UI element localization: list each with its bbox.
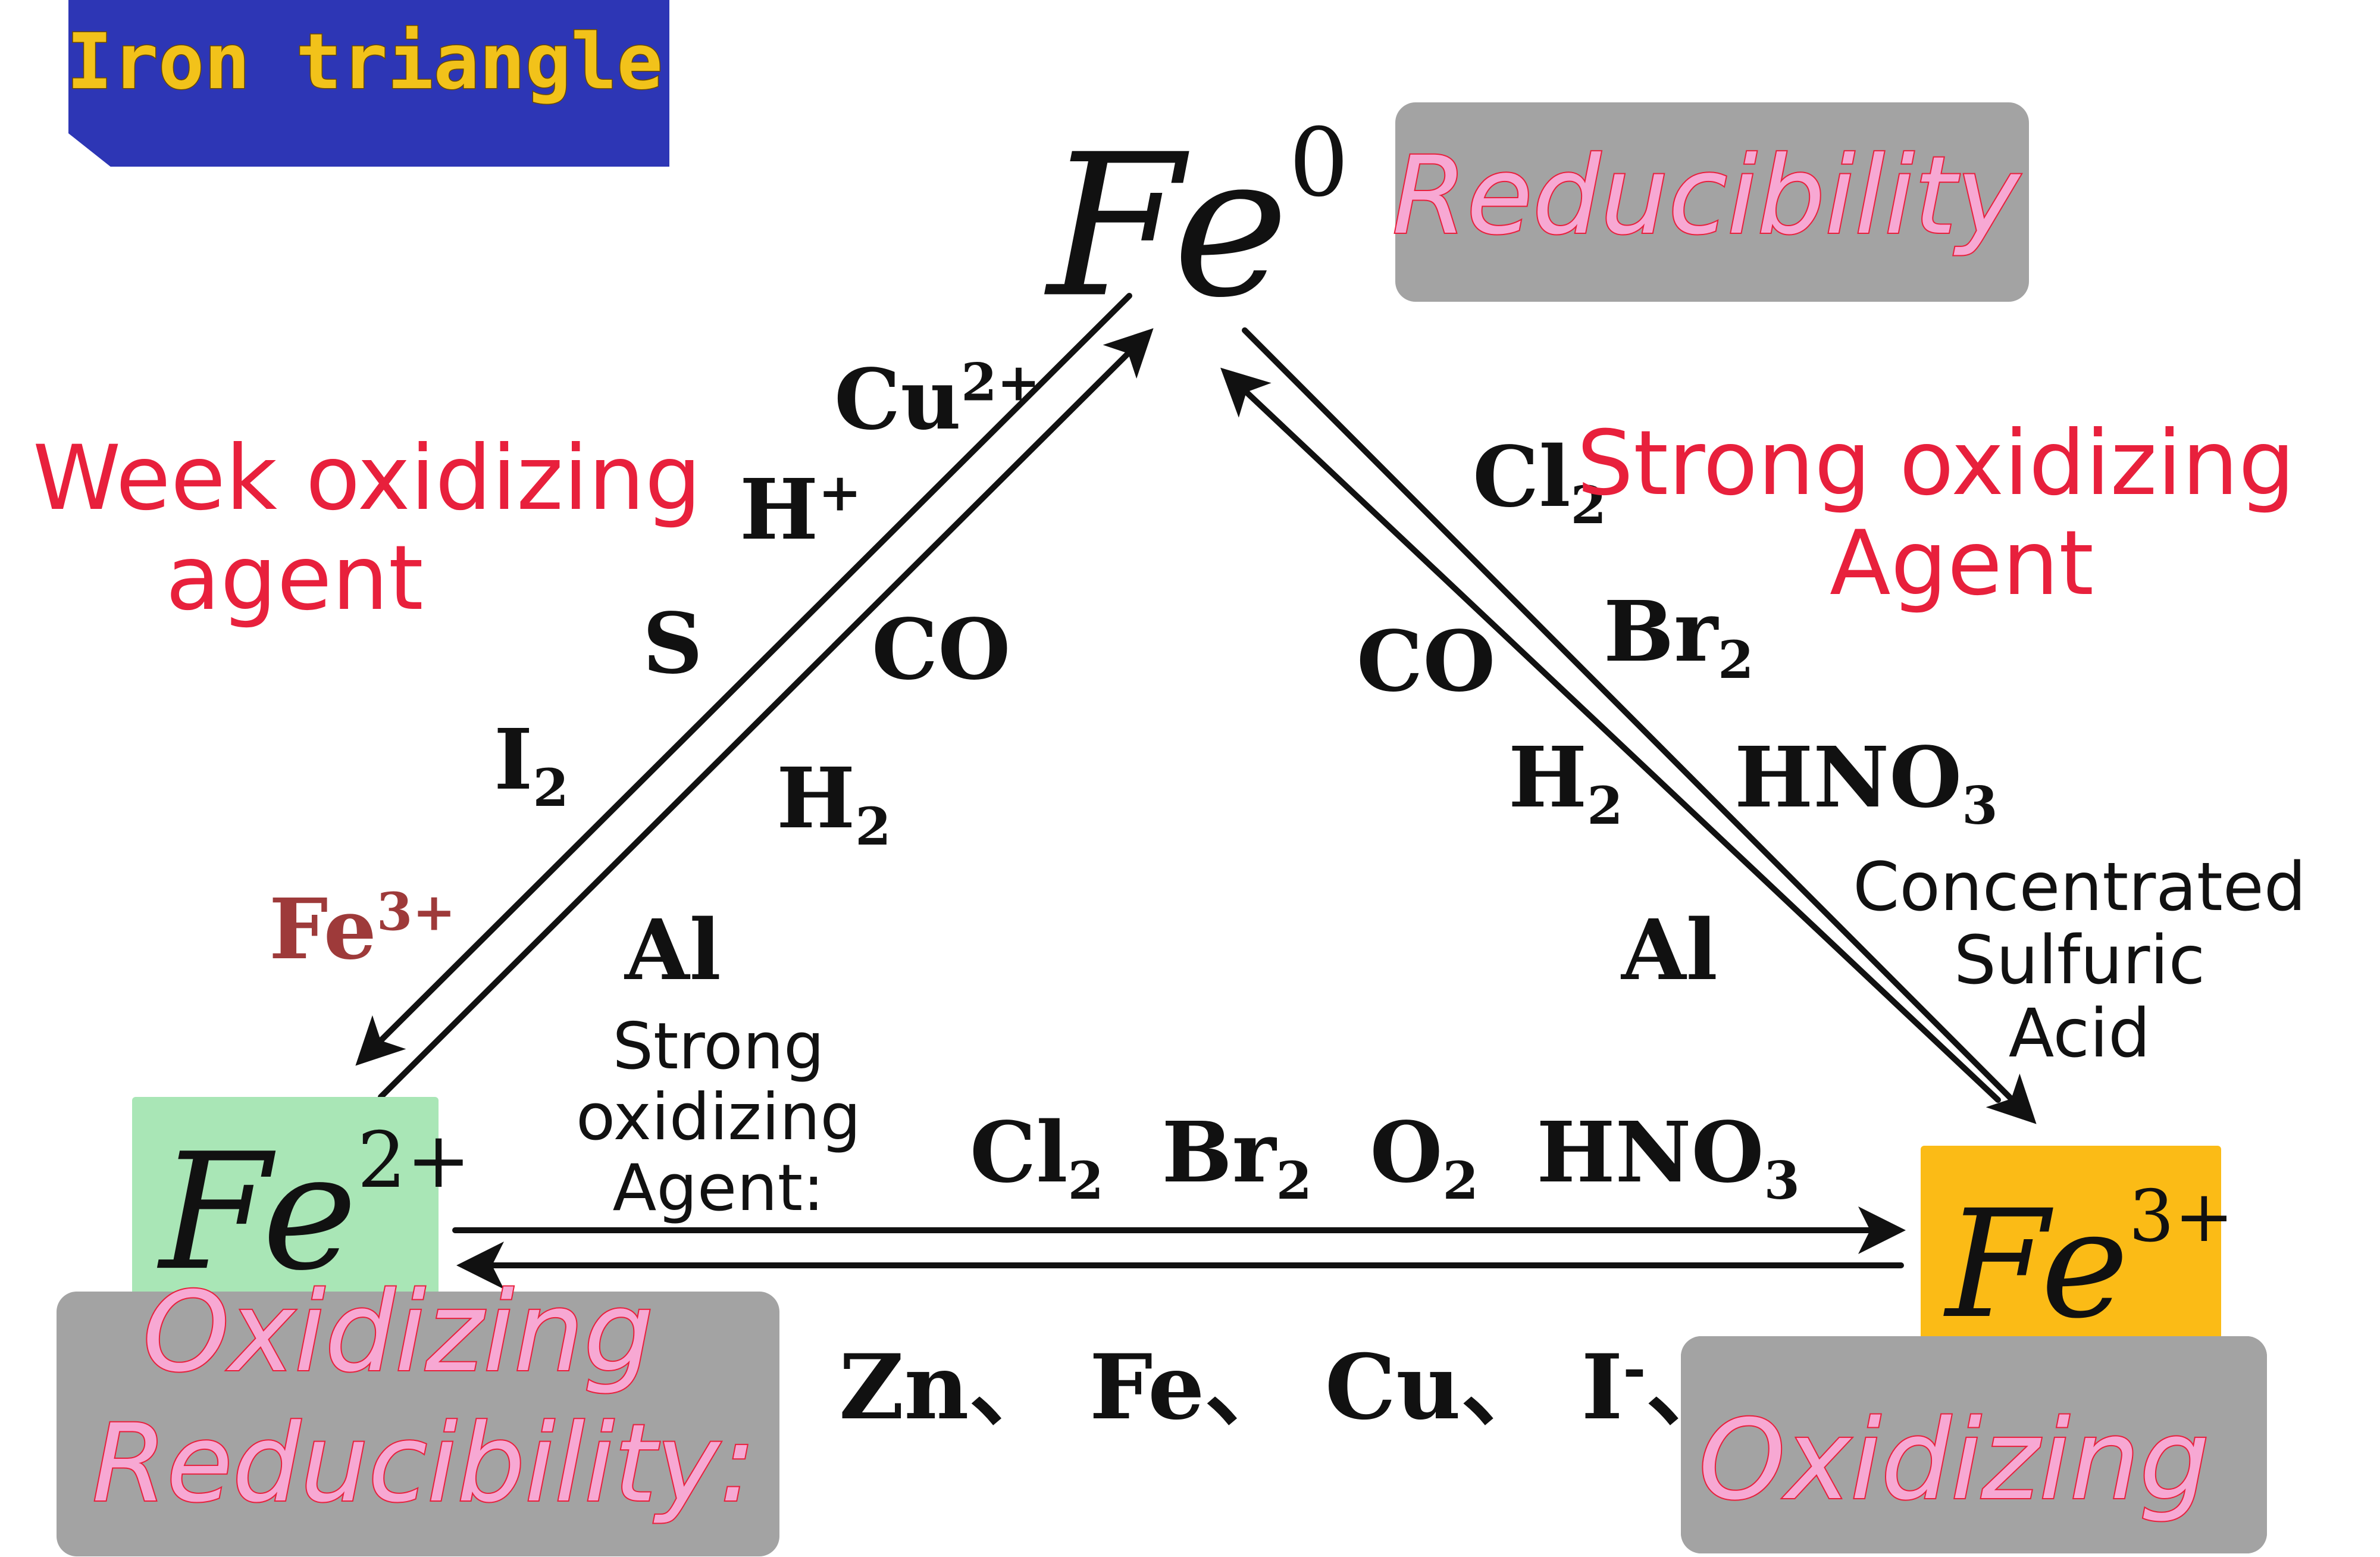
- bottom-oxidant-o2: O2: [1370, 1104, 1479, 1211]
- oxidizing-reducibility-box: [57, 1292, 779, 1556]
- node-fe0: Fe0: [1047, 116, 1349, 325]
- right-heading-line2: Agent: [1830, 512, 2094, 615]
- fe2-property-line2: Reducibility:: [91, 1400, 757, 1527]
- left-oxidant-cu: Cu2+: [834, 351, 1041, 449]
- bottom-reductant-cu: Cu、: [1324, 1335, 1551, 1440]
- reducibility-box: [1395, 102, 2029, 302]
- oxidizing-box-overlay: [1681, 1336, 2267, 1553]
- left-oxidant-fe3: Fe3+: [269, 881, 456, 978]
- arrow-fe0-to-fe2: [355, 293, 1132, 1066]
- left-oxidant-i2: I2: [494, 711, 569, 818]
- right-oxidant-hno3: HNO3: [1734, 729, 1998, 836]
- left-oxidant-h: H+: [740, 461, 862, 559]
- left-heading-line2: agent: [165, 527, 424, 630]
- right-heading-line1: Strong oxidizing: [1577, 412, 2296, 515]
- fe3-symbol: Fe: [1946, 1178, 2129, 1351]
- left-reductant-h2: H2: [776, 750, 891, 857]
- right-reductant-h2: H2: [1508, 729, 1623, 836]
- bottom-reductant-fe: Fe、: [1089, 1335, 1294, 1440]
- fe3-box: [1921, 1146, 2221, 1348]
- node-fe2: Fe2+: [159, 1122, 471, 1293]
- node-fe3: Fe3+: [1946, 1181, 2234, 1339]
- fe2-charge: 2+: [357, 1115, 471, 1205]
- fe0-charge: 0: [1289, 108, 1349, 218]
- fe2-box: [132, 1097, 439, 1302]
- right-oxidant-br2: Br2: [1604, 583, 1754, 690]
- diagram-title: Iron triangle: [66, 17, 664, 108]
- fe0-property-label: Reducibility: [1391, 133, 2021, 260]
- left-reductant-al: Al: [625, 902, 721, 999]
- fe3-property-label-overlay: Oxidizing: [1698, 1395, 2211, 1525]
- fe2-symbol: Fe: [159, 1118, 358, 1306]
- right-heading: Strong oxidizing Agent: [1577, 414, 2295, 614]
- fe2-property-line1: Oxidizing: [142, 1267, 655, 1397]
- title-banner: [68, 0, 669, 167]
- right-oxidant-conc-sulfuric-acid: Concentrated Sulfuric Acid: [1853, 849, 2306, 1073]
- bottom-oxidant-cl2: Cl2: [970, 1104, 1104, 1211]
- bottom-oxidants: Cl2 Br2 O2 HNO3: [970, 1104, 1800, 1211]
- left-heading-line1: Week oxidizing: [33, 427, 702, 530]
- arrow-fe0-to-fe3: [1242, 327, 2037, 1124]
- right-reductant-al: Al: [1621, 902, 1718, 999]
- left-oxidant-s: S: [643, 595, 703, 693]
- right-reductant-co: CO: [1357, 613, 1496, 711]
- left-reductant-co: CO: [872, 601, 1011, 699]
- left-heading: Week oxidizing agent: [33, 427, 702, 629]
- bottom-oxidant-br2: Br2: [1161, 1104, 1313, 1211]
- right-oxidant-cl2: Cl2: [1473, 429, 1607, 536]
- fe0-symbol: Fe: [1047, 112, 1289, 341]
- bottom-oxidant-hno3: HNO3: [1536, 1104, 1800, 1211]
- bottom-heading: Strong oxidizing Agent:: [576, 1009, 861, 1225]
- arrow-fe3-to-fe0: [1220, 367, 2001, 1103]
- fe3-charge: 3+: [2128, 1175, 2234, 1258]
- bottom-reductant-zn: Zn、: [839, 1335, 1059, 1440]
- arrow-fe2-to-fe0: [378, 328, 1154, 1100]
